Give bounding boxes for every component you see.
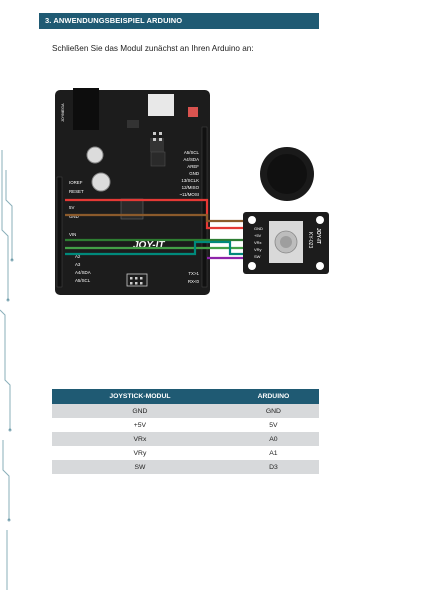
svg-text:JOYMEGA: JOYMEGA bbox=[61, 103, 65, 122]
table-cell: GND bbox=[227, 404, 319, 418]
arduino-board: IOREF RESET 5V GND VIN A2 A3 A4/SDA A5/S… bbox=[55, 88, 210, 295]
board-label: GND bbox=[69, 214, 79, 219]
intro-text: Schließen Sie das Modul zunächst an Ihre… bbox=[52, 44, 254, 53]
board-label: A4/SDA bbox=[75, 270, 91, 275]
table-row: +5V 5V bbox=[52, 418, 319, 432]
capacitor-icon bbox=[86, 146, 104, 164]
board-label: A2 bbox=[75, 254, 81, 259]
module-pin-label: VRx bbox=[254, 240, 262, 245]
module-pin-label: +5V bbox=[254, 233, 262, 238]
board-label: AREF bbox=[187, 164, 199, 169]
board-label: RESET bbox=[69, 189, 84, 194]
table-header: JOYSTICK-MODUL bbox=[52, 389, 228, 404]
left-header-pins bbox=[56, 176, 63, 288]
board-label: 12/MISO bbox=[182, 185, 200, 190]
board-label: RX<0 bbox=[188, 279, 200, 284]
module-name: KY-023 bbox=[307, 232, 313, 248]
board-label: IOREF bbox=[69, 180, 83, 185]
wires bbox=[65, 198, 250, 260]
table-cell: VRx bbox=[52, 432, 228, 446]
joystick-cap-icon bbox=[260, 147, 314, 201]
table-cell: A1 bbox=[227, 446, 319, 460]
board-label: ~11/MOSI bbox=[179, 192, 199, 197]
reset-button-icon bbox=[188, 107, 198, 117]
table-cell: 5V bbox=[227, 418, 319, 432]
capacitor-icon bbox=[91, 172, 111, 192]
board-label: GND bbox=[189, 171, 199, 176]
circuit-decoration bbox=[0, 150, 14, 590]
table-header: ARDUINO bbox=[227, 389, 319, 404]
board-label: TX>1 bbox=[188, 271, 199, 276]
table-cell: D3 bbox=[227, 460, 319, 474]
table-row: GND GND bbox=[52, 404, 319, 418]
table-row: VRy A1 bbox=[52, 446, 319, 460]
board-label: A5/SCL bbox=[75, 278, 91, 283]
board-label: A5/SCL bbox=[184, 150, 200, 155]
module-brand: JOY-IT bbox=[315, 228, 321, 244]
table-row: VRx A0 bbox=[52, 432, 319, 446]
table-row: SW D3 bbox=[52, 460, 319, 474]
module-pin-label: GND bbox=[254, 226, 263, 231]
table-cell: A0 bbox=[227, 432, 319, 446]
joystick-module: GND +5V VRx VRy SW KY-023 JOY-IT bbox=[243, 212, 329, 274]
board-label: VIN bbox=[69, 232, 76, 237]
board-label: A3 bbox=[75, 262, 81, 267]
table-cell: GND bbox=[52, 404, 228, 418]
wiring-diagram: IOREF RESET 5V GND VIN A2 A3 A4/SDA A5/S… bbox=[55, 88, 329, 295]
module-pin-label: VRy bbox=[254, 247, 262, 252]
board-label: 5V bbox=[69, 205, 74, 210]
board-label: A4/SDA bbox=[183, 157, 199, 162]
usb-port-icon bbox=[148, 94, 174, 116]
module-pin-label: SW bbox=[254, 254, 261, 259]
pin-table: JOYSTICK-MODUL ARDUINO GND GND +5V 5V VR… bbox=[52, 389, 319, 474]
section-header: 3. ANWENDUNGSBEISPIEL ARDUINO bbox=[39, 13, 319, 29]
board-logo: JOY-IT bbox=[133, 240, 165, 251]
table-cell: VRy bbox=[52, 446, 228, 460]
power-jack-icon bbox=[73, 88, 99, 130]
table-cell: SW bbox=[52, 460, 228, 474]
table-cell: +5V bbox=[52, 418, 228, 432]
board-label: 13/SCLK bbox=[181, 178, 199, 183]
